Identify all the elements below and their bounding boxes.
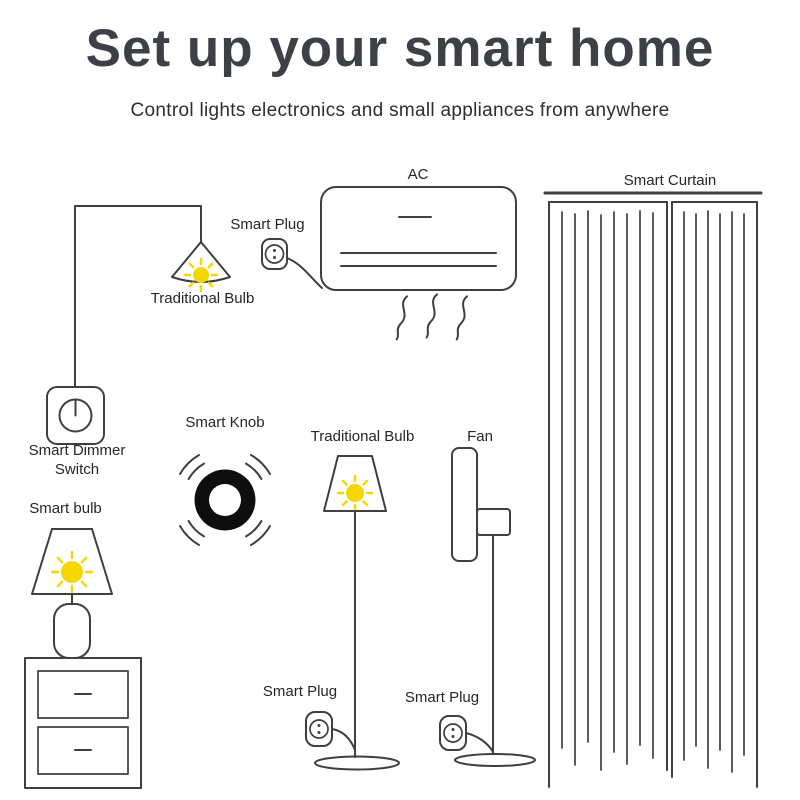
label-smart-knob: Smart Knob	[185, 414, 265, 431]
ac-unit-icon	[320, 186, 517, 342]
nightstand-icon	[24, 657, 142, 789]
page-subtitle: Control lights electronics and small app…	[130, 100, 670, 121]
smart-curtain-icon	[543, 191, 763, 788]
wireless-waves-icon	[179, 454, 271, 546]
heat-waves-icon	[395, 292, 468, 342]
label-fan: Fan	[467, 428, 493, 445]
label-smart-dimmer-switch: Smart Dimmer Switch	[28, 442, 126, 478]
smart-plug-fan-icon	[439, 715, 494, 753]
table-lamp-icon	[31, 528, 113, 659]
smart-bulb-icon	[50, 550, 94, 594]
power-cord	[74, 205, 202, 388]
label-traditional-bulb-floor: Traditional Bulb	[310, 428, 415, 445]
label-smart-bulb: Smart bulb	[29, 500, 102, 517]
smart-dimmer-switch-icon	[46, 386, 105, 445]
page-title: Set up your smart home	[85, 19, 715, 78]
smart-plug-lamp-icon	[305, 711, 356, 751]
label-smart-plug-lamp: Smart Plug	[262, 683, 338, 700]
label-traditional-bulb-pendant: Traditional Bulb	[150, 290, 255, 307]
smart-plug-ac-icon	[261, 238, 323, 289]
label-smart-plug-fan: Smart Plug	[404, 689, 480, 706]
fan-icon	[451, 447, 536, 767]
label-ac: AC	[407, 166, 429, 183]
smart-knob-icon	[179, 454, 271, 546]
pendant-lamp-icon	[171, 241, 231, 293]
floor-lamp-icon	[314, 455, 400, 771]
label-smart-plug-ac: Smart Plug	[230, 216, 305, 233]
pendant-bulb-icon	[183, 257, 219, 293]
label-smart-curtain: Smart Curtain	[623, 172, 717, 189]
floor-lamp-bulb-icon	[336, 474, 374, 512]
